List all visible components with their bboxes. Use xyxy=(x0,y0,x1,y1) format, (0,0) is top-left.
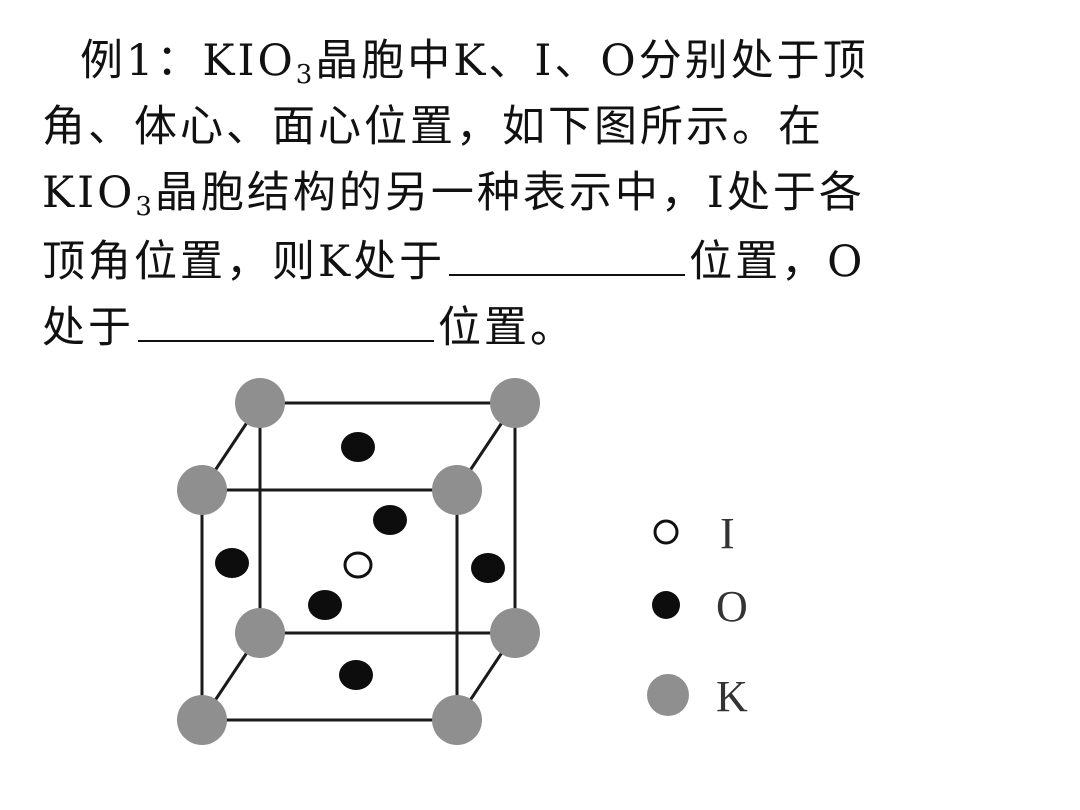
legend: I O K xyxy=(647,509,748,721)
question-text-5a: 处于 xyxy=(42,303,134,353)
o-atom-left-face xyxy=(215,548,249,578)
k-atom xyxy=(235,608,285,658)
legend-i-symbol-icon xyxy=(653,519,679,545)
legend-item-i: I xyxy=(653,509,735,558)
legend-k-symbol-icon xyxy=(647,674,689,716)
unit-cell-diagram: I O K xyxy=(177,378,748,745)
o-atom-top-face xyxy=(341,432,375,462)
o-atoms xyxy=(215,432,505,690)
k-atom xyxy=(177,465,227,515)
question-text-4a: 顶角位置，则K处于 xyxy=(42,237,446,287)
k-atom xyxy=(490,608,540,658)
question-text-2: 角、体心、面心位置，如下图所示。在 xyxy=(42,102,824,152)
k-atom xyxy=(235,378,285,428)
question-text-1: 晶胞中K、I、O分别处于顶 xyxy=(315,36,869,86)
i-atom-body-center xyxy=(343,551,373,579)
question-text-4b: 位置，O xyxy=(689,237,866,287)
question-line-5: 处于 位置。 xyxy=(42,292,1052,358)
k-atom xyxy=(177,695,227,745)
answer-blank-o-position[interactable] xyxy=(138,292,434,342)
k-atoms xyxy=(177,378,540,745)
legend-label-i: I xyxy=(720,509,735,558)
o-atom-bottom-face xyxy=(339,660,373,690)
legend-item-k: K xyxy=(647,672,748,721)
question-line-3: KIO3晶胞结构的另一种表示中，I处于各 xyxy=(42,160,1052,226)
question-text: 例1：KIO3晶胞中K、I、O分别处于顶 角、体心、面心位置，如下图所示。在 K… xyxy=(42,28,1052,358)
k-atom xyxy=(432,695,482,745)
formula-kio: KIO xyxy=(42,168,136,218)
subscript-3: 3 xyxy=(295,60,316,90)
question-line-4: 顶角位置，则K处于 位置，O xyxy=(42,226,1052,292)
legend-o-symbol-icon xyxy=(652,591,680,619)
legend-label-k: K xyxy=(716,672,748,721)
k-atom xyxy=(432,465,482,515)
question-text-5b: 位置。 xyxy=(438,303,576,353)
answer-blank-k-position[interactable] xyxy=(449,226,686,276)
k-atom xyxy=(490,378,540,428)
subscript-3: 3 xyxy=(135,192,155,222)
legend-label-o: O xyxy=(716,582,748,631)
legend-item-o: O xyxy=(652,582,748,631)
o-atom-back-face xyxy=(373,505,407,535)
o-atom-right-face xyxy=(471,553,505,583)
question-line-1: 例1：KIO3晶胞中K、I、O分别处于顶 xyxy=(42,28,1052,94)
question-prefix: 例1：KIO xyxy=(80,36,296,86)
question-text-3: 晶胞结构的另一种表示中，I处于各 xyxy=(154,168,865,218)
o-atom-front-face xyxy=(308,590,342,620)
question-line-2: 角、体心、面心位置，如下图所示。在 xyxy=(42,94,1052,160)
